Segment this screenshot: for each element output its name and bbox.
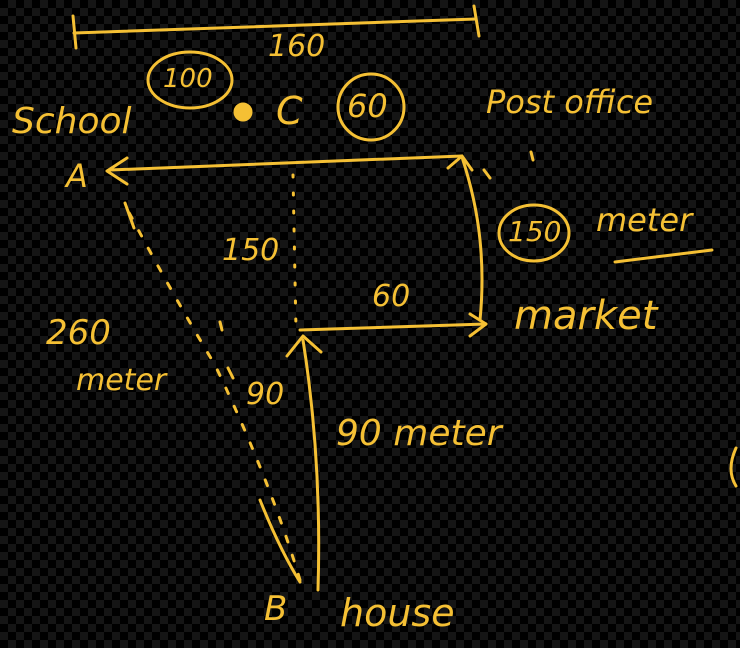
circle-60	[336, 72, 406, 142]
center-to-market-line	[298, 322, 488, 332]
point-dot	[233, 102, 253, 122]
circle-150	[497, 203, 571, 263]
label-house: house	[340, 591, 455, 635]
label-horizontal-60: 60	[372, 279, 411, 314]
stray-mark-1	[529, 150, 535, 162]
label-diagonal-meters: meter	[76, 363, 167, 398]
top-dimension-left-tick	[71, 14, 78, 50]
stray-mark-2	[218, 320, 224, 332]
partial-curve-right	[729, 446, 738, 488]
label-long-vertical: 90 meter	[336, 413, 502, 454]
dotted-vertical-line	[291, 173, 298, 332]
post-office-tick	[482, 168, 492, 180]
arrowhead-school	[105, 156, 129, 186]
diagonal-curve	[258, 498, 302, 584]
label-meters-right: meter	[596, 201, 693, 239]
label-point-c: C	[276, 89, 303, 133]
arrowhead-center	[285, 334, 323, 358]
house-to-center-line	[301, 338, 321, 592]
post-office-to-market-line	[460, 155, 484, 322]
arrowhead-market	[468, 312, 488, 338]
top-dimension-right-tick	[472, 4, 481, 38]
label-point-b: B	[264, 589, 288, 629]
stray-mark-3	[226, 366, 235, 380]
label-vertical-150: 150	[222, 233, 280, 268]
label-point-a: A	[66, 157, 88, 195]
arrowhead-post-office	[446, 154, 474, 172]
meter-underline	[613, 248, 714, 264]
point-a-tick	[123, 201, 136, 230]
label-circle-100: 100	[163, 64, 213, 94]
top-dimension-line	[72, 17, 478, 35]
label-diagonal-260: 260	[46, 313, 111, 353]
label-short-vertical-90: 90	[246, 377, 285, 412]
label-circle-150: 150	[508, 215, 562, 248]
label-circle-60: 60	[347, 87, 388, 125]
house-to-school-diagonal	[123, 203, 302, 582]
label-school: School	[12, 101, 132, 142]
label-post-office: Post office	[486, 83, 654, 121]
school-to-post-office-line	[108, 154, 464, 172]
label-top-distance: 160	[268, 29, 326, 64]
circle-100	[146, 50, 234, 110]
label-market: market	[514, 293, 658, 339]
